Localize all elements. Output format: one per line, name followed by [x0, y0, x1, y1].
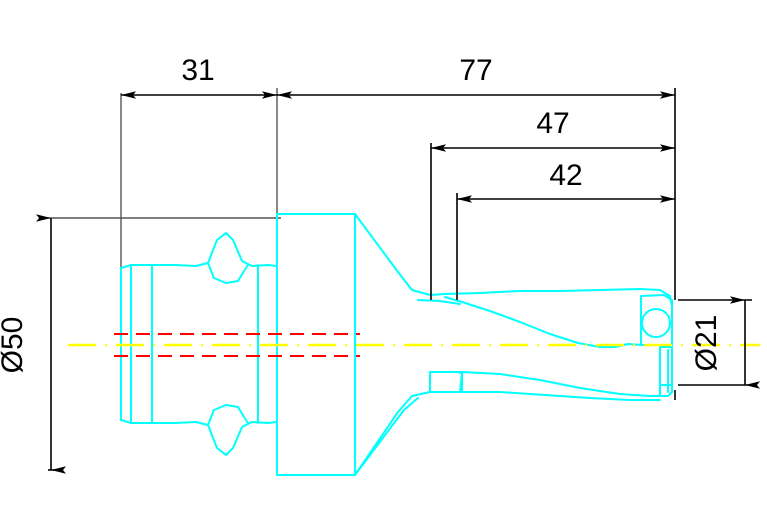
extension-lines: [48, 88, 281, 272]
dimension-label-31: 31: [181, 54, 214, 87]
shank-top-left: [120, 262, 209, 269]
dimension-label-77: 77: [459, 54, 492, 87]
shank-bottom-lug: [207, 421, 278, 456]
part-outline: [120, 213, 673, 476]
body-taper-lower: [354, 391, 446, 476]
dimension-label-47: 47: [536, 107, 569, 140]
body-taper-upper: [354, 213, 446, 296]
shank-bottom-left: [120, 419, 209, 426]
body-lower-notch: [429, 371, 463, 393]
shank-top-relief: [207, 262, 249, 284]
body-lower-outline: [461, 371, 673, 397]
flute-upper-start: [417, 299, 461, 305]
dimension-label-42: 42: [549, 159, 582, 192]
flute-lower-edge: [461, 391, 661, 401]
dimension-lines: [36, 88, 760, 474]
shank-top-lug: [207, 232, 278, 267]
shank-bottom-relief: [207, 404, 249, 426]
dimension-label-d21: Ø21: [690, 315, 723, 372]
body-lower-notch-left: [444, 372, 463, 393]
dimension-label-d50: Ø50: [0, 317, 29, 374]
dimension-labels: 31 77 47 42 Ø50 Ø21: [0, 54, 723, 373]
insert-screw-hole: [641, 308, 671, 338]
hidden-lines-coolant: [114, 333, 360, 357]
flute-upper-edge: [444, 296, 629, 348]
insert-pocket-upper: [640, 294, 673, 346]
body-upper-outline: [444, 288, 673, 307]
body-taper-lower-inner: [354, 397, 419, 476]
